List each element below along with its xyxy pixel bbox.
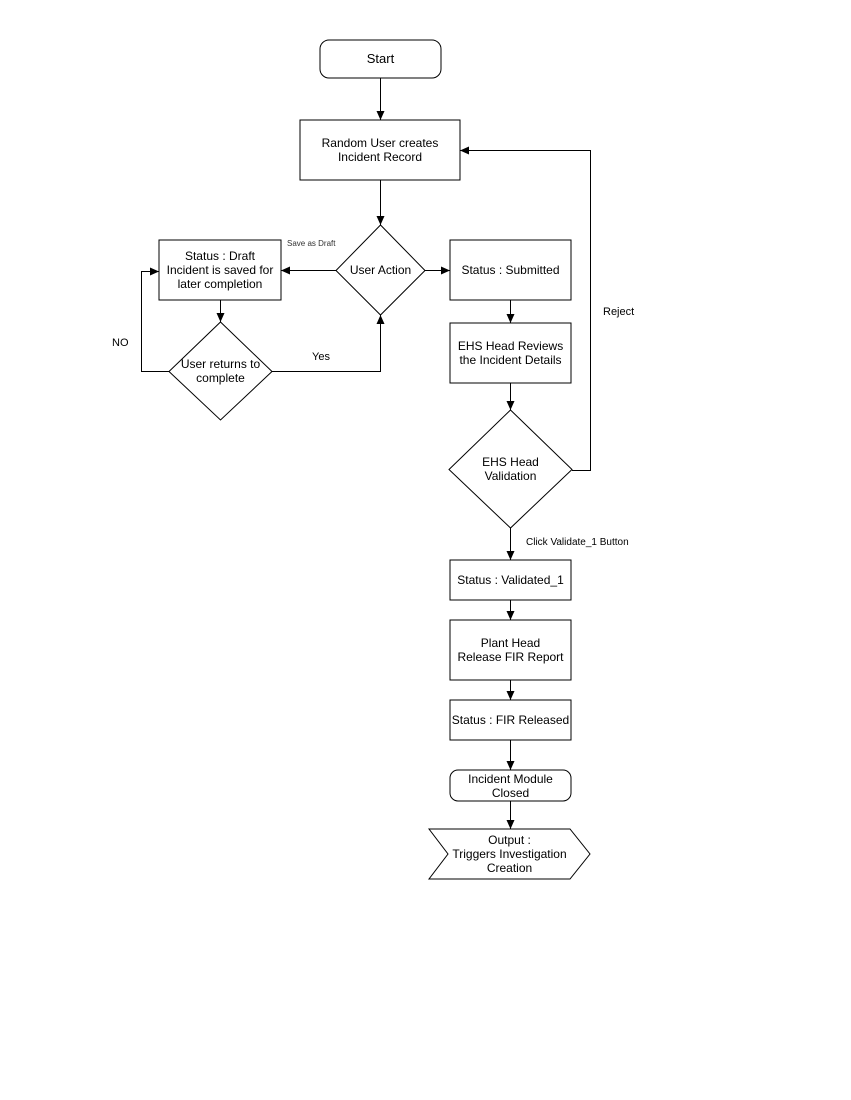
node-status-fir-label: Status : FIR Released <box>451 713 570 727</box>
node-incident-closed-label: Incident Module Closed <box>468 771 553 800</box>
node-create-incident-shape <box>299 119 461 181</box>
node-user-returns-shape <box>168 321 273 421</box>
edge-label-reject: Reject <box>603 306 635 318</box>
node-ehs-reviews-label: EHS Head Reviews the Incident Details <box>457 339 564 367</box>
edge-label-save-as-draft: Save as Draft <box>287 239 336 248</box>
edges <box>141 78 591 829</box>
node-status-draft-shape <box>158 239 282 301</box>
node-status-validated-label: Status : Validated_1 <box>457 573 564 587</box>
node-user-action-label: User Action <box>349 263 412 277</box>
edge-user-returns-yes-to-user-action <box>272 315 385 372</box>
node-start-shape <box>319 39 442 79</box>
node-shapes <box>158 39 591 880</box>
node-incident-closed-shape <box>449 769 572 802</box>
node-status-submitted-shape <box>449 239 572 301</box>
edge-user-returns-no-to-status-draft <box>141 267 169 372</box>
node-start-label: Start <box>366 51 395 66</box>
edge-label-click-validate: Click Validate_1 Button <box>526 537 629 548</box>
node-output-label: Output : Triggers Investigation Creation <box>452 833 567 875</box>
edge-label-no: NO <box>112 337 129 349</box>
node-user-returns-label: User returns to complete <box>180 357 261 385</box>
node-status-submitted-label: Status : Submitted <box>461 263 560 277</box>
node-status-validated-shape <box>449 559 572 601</box>
node-plant-head-label: Plant Head Release FIR Report <box>457 636 564 664</box>
node-ehs-validation-label: EHS Head Validation <box>482 455 539 483</box>
edge-ehs-validation-reject-to-create-incident <box>460 146 591 471</box>
node-status-draft-label: Status : Draft Incident is saved for lat… <box>166 249 274 291</box>
node-status-fir-shape <box>449 699 572 741</box>
node-ehs-reviews-shape <box>449 322 572 384</box>
node-output-shape <box>427 828 591 880</box>
edge-label-yes: Yes <box>312 351 330 363</box>
node-user-action-shape <box>335 224 426 316</box>
node-ehs-validation-shape <box>448 409 573 529</box>
node-plant-head-shape <box>449 619 572 681</box>
node-create-incident-label: Random User creates Incident Record <box>321 136 439 164</box>
